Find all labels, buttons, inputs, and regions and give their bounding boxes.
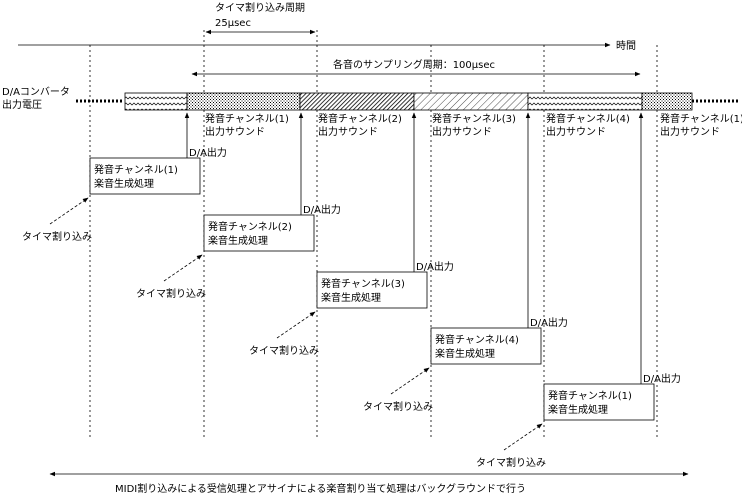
timer-interrupt-arrow (503, 423, 543, 451)
timer-period-label: タイマ割り込み周期 (215, 1, 305, 14)
timer-interrupt-arrow (276, 311, 316, 339)
process-box-frame (203, 214, 315, 252)
bar-segment (413, 92, 529, 111)
segment-label-line2: 出力サウンド (205, 125, 265, 138)
bar-segment (299, 92, 415, 111)
timer-interrupt-label: タイマ割り込み (22, 230, 92, 243)
segment-label-line1: 発音チャンネル(2) (318, 112, 402, 125)
process-box-frame (430, 327, 542, 365)
segment-labels: 発音チャンネル(1)出力サウンド発音チャンネル(2)出力サウンド発音チャンネル(… (205, 112, 742, 138)
timer-interrupt-label: タイマ割り込み (476, 456, 546, 469)
process-box-line2: 楽音生成処理 (94, 177, 154, 190)
process-box-line2: 楽音生成処理 (548, 403, 608, 416)
process-box-line2: 楽音生成処理 (435, 347, 495, 360)
timer-interrupt-arrow (49, 197, 89, 225)
segment-label-line1: 発音チャンネル(4) (546, 112, 630, 125)
timer-interrupt-label: タイマ割り込み (136, 287, 206, 300)
process-box-frame (316, 271, 428, 309)
timer-interrupt-label: タイマ割り込み (249, 344, 319, 357)
da-output-label: D/A出力 (643, 372, 681, 385)
process-boxes: 発音チャンネル(1)楽音生成処理D/A出力タイマ割り込み発音チャンネル(2)楽音… (22, 112, 681, 469)
bar-segment (124, 92, 188, 111)
bar-segment (186, 92, 301, 111)
process-box-line1: 発音チャンネル(2) (208, 220, 292, 233)
segment-label-line2: 出力サウンド (432, 125, 492, 138)
process-box-line2: 楽音生成処理 (208, 234, 268, 247)
time-axis-label: 時間 (616, 40, 636, 52)
process-box-line1: 発音チャンネル(1) (548, 389, 632, 402)
process-box-frame (89, 157, 201, 195)
process-box-line1: 発音チャンネル(3) (321, 277, 405, 290)
guide-lines (89, 30, 658, 440)
segment-label-line1: 発音チャンネル(1) (205, 112, 289, 125)
process-box-line2: 楽音生成処理 (321, 291, 381, 304)
background-label: MIDI割り込みによる受信処理とアサイナによる楽音割り当て処理はバックグラウンド… (115, 482, 526, 495)
da-output-bar (124, 92, 693, 111)
bar-segment (527, 92, 643, 111)
segment-label-line2: 出力サウンド (318, 125, 378, 138)
timer-interrupt-arrow (163, 254, 203, 282)
timer-interrupt-label: タイマ割り込み (363, 400, 433, 413)
da-output-label-line1: D/Aコンバータ (2, 86, 70, 98)
da-output-label-line2: 出力電圧 (2, 98, 42, 111)
segment-label-line1: 発音チャンネル(3) (432, 112, 516, 125)
da-output-label: D/A出力 (416, 260, 454, 273)
process-box-frame (543, 383, 655, 421)
segment-label-line2: 出力サウンド (660, 125, 720, 138)
process-box-line1: 発音チャンネル(4) (435, 333, 519, 346)
process-box-line1: 発音チャンネル(1) (94, 163, 178, 176)
da-output-label: D/A出力 (530, 316, 568, 329)
da-output-label: D/A出力 (303, 203, 341, 216)
da-output-label: D/A出力 (189, 146, 227, 159)
sampling-period-label: 各音のサンプリング周期：100μsec (333, 58, 495, 71)
bar-segment (641, 92, 693, 111)
segment-label-line2: 出力サウンド (546, 125, 606, 138)
timer-period-value: 25μsec (215, 18, 251, 29)
timer-interrupt-arrow (390, 367, 430, 395)
segment-label-line1: 発音チャンネル(1) (660, 112, 742, 125)
